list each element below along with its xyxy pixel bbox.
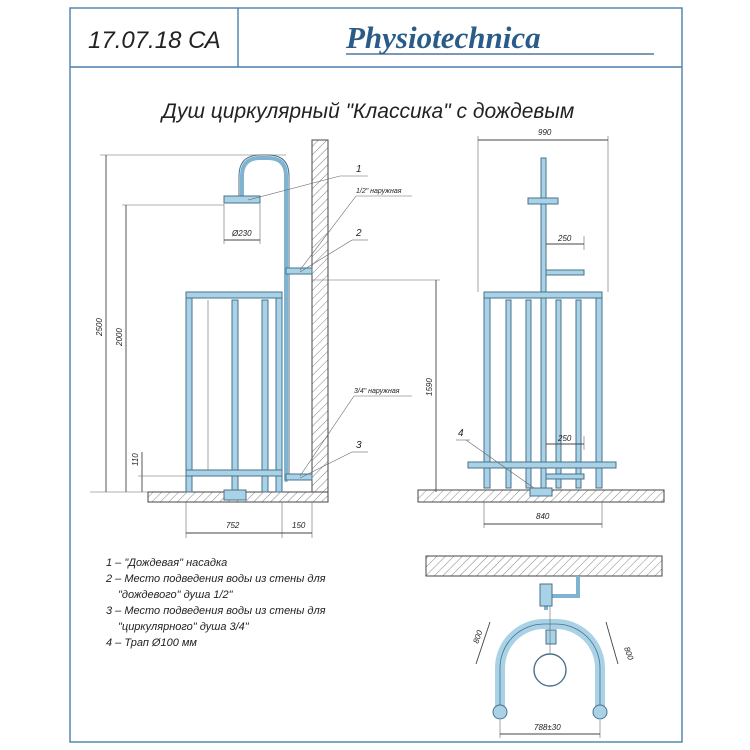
legend-line-4: 3 – Место подведения воды из стены для [106,605,326,617]
callout-1: 1 [356,164,362,175]
legend-line-2: 2 – Место подведения воды из стены для [105,573,326,585]
side-connector-threequarter [285,473,313,481]
side-wall [311,139,329,493]
callout-3: 3 [356,440,362,451]
legend: 1 – "Дождевая" насадка 2 – Место подведе… [105,557,326,649]
dim-height-total: 2500 [95,318,104,337]
dim-front-width: 990 [538,128,552,137]
dim-depth: 752 [226,521,240,530]
plan-right-foot [592,704,608,720]
front-view: 990 250 250 4 [417,128,665,528]
front-drain-icon [529,487,553,497]
side-view: Ø230 2500 2000 110 752 150 1590 1 1/2" н… [90,139,440,538]
sheet-border [69,7,683,743]
plan-left-foot [492,704,508,720]
front-riser [540,157,547,489]
rain-pipe [240,156,288,482]
drawing-title: Душ циркулярный "Классика" с дождевым [160,100,574,123]
front-cage-frame [467,291,617,489]
dim-plan-width: 788±30 [534,723,561,732]
side-connector-half [285,267,313,275]
dim-head-diameter: Ø230 [231,229,252,238]
callout-2: 2 [355,228,362,239]
plan-wall [425,555,663,577]
legend-line-6: 4 – Трап Ø100 мм [106,637,197,649]
dim-height-mount: 2000 [115,328,124,347]
dim-front-arm: 250 [557,234,572,243]
dim-front-base: 840 [536,512,550,521]
dim-plan-radius-left: 800 [471,629,484,645]
drawing-date: 17.07.18 СА [88,27,221,54]
callout-4: 4 [458,428,464,439]
legend-line-1: 1 – "Дождевая" насадка [106,557,227,569]
legend-line-3: "дождевого" душа 1/2" [118,589,234,601]
side-drain-icon [223,489,247,501]
rain-head-icon [223,195,261,204]
brand-logo: Physiotechnica [345,20,541,55]
callout-note-threequarter: 3/4" наружная [354,388,400,395]
front-upper-arm [545,269,585,276]
callout-note-half: 1/2" наружная [356,188,402,195]
side-cage-frame [185,291,283,493]
front-lower-arm [545,473,585,480]
dim-wall: 150 [292,521,306,530]
dim-front-outlet: 250 [557,434,572,443]
legend-line-5: "циркулярного" душа 3/4" [118,621,250,633]
plan-drain-icon [533,653,567,687]
plan-view: 800 800 788±30 [425,555,663,738]
front-rain-head-icon [527,197,559,205]
dim-outlet: 1590 [425,378,434,396]
dim-low: 110 [131,453,140,466]
dim-plan-radius-right: 800 [622,646,635,662]
